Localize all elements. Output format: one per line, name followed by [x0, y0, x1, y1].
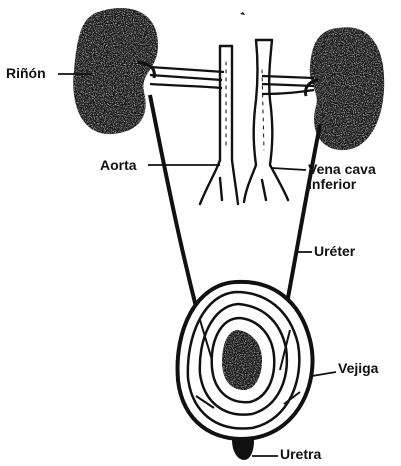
- vena-cava-vessel: [244, 40, 288, 202]
- aorta-label: Aorta: [100, 158, 137, 173]
- bladder-label: Vejiga: [338, 361, 378, 376]
- urethra-tube: [232, 440, 254, 460]
- vena-cava-label-line-2: inferior: [308, 177, 376, 192]
- vena-cava-label-line-1: Vena cava: [308, 162, 376, 177]
- urethra-label: Uretra: [280, 447, 321, 462]
- left-kidney: [73, 8, 158, 134]
- print-speck: [240, 12, 245, 15]
- vena-cava-leader-line: [272, 168, 306, 170]
- ureter-label: Uréter: [314, 244, 355, 259]
- bladder: [178, 282, 313, 439]
- vena-cava-label: Vena cava inferior: [308, 162, 376, 191]
- kidney-label: Riñón: [6, 66, 46, 81]
- bladder-leader-line: [312, 372, 336, 376]
